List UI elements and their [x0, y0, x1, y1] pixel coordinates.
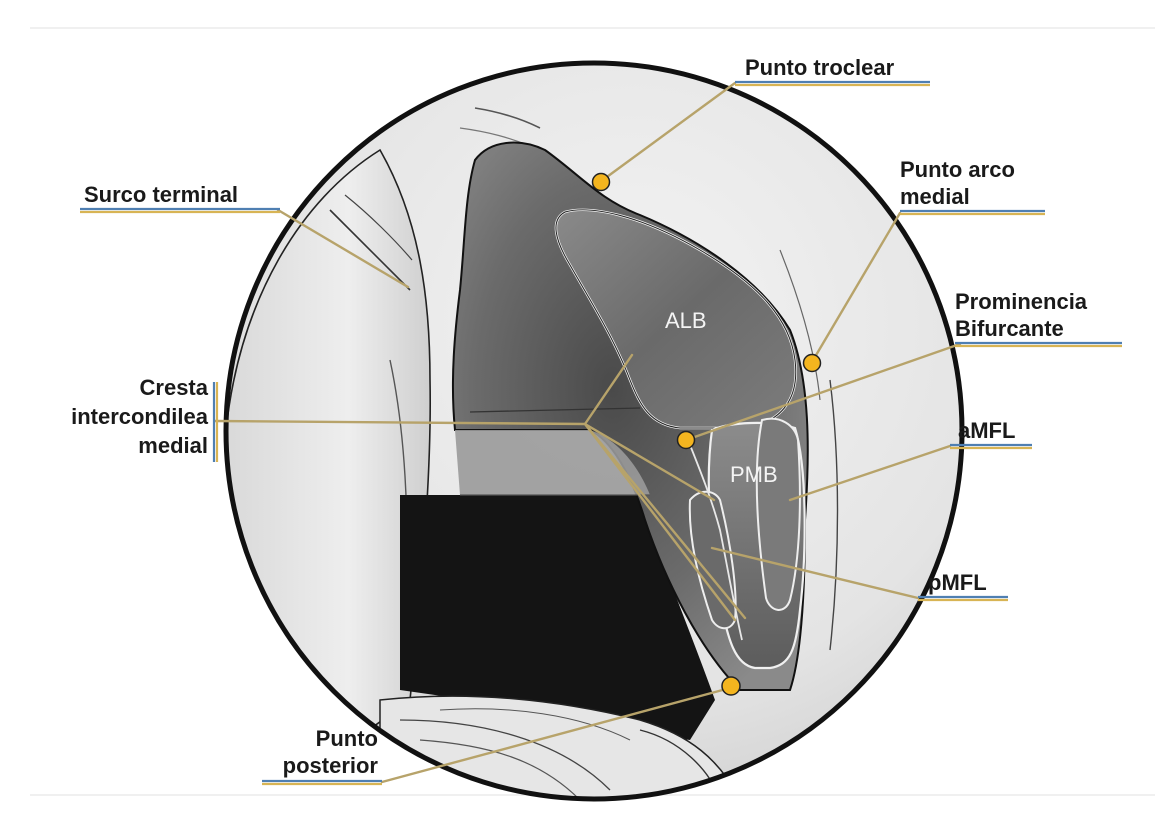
label-punto-posterior-line2: posterior — [283, 753, 379, 778]
label-punto-posterior-line1: Punto — [316, 726, 378, 751]
label-punto-arco-line2: medial — [900, 184, 970, 209]
label-punto-arco-line1: Punto arco — [900, 157, 1015, 182]
label-punto-troclear: Punto troclear — [745, 55, 895, 80]
label-surco-terminal: Surco terminal — [84, 182, 238, 207]
label-prominencia-line1: Prominencia — [955, 289, 1088, 314]
label-cresta-line3: medial — [138, 433, 208, 458]
dot-prominencia-bifurcante — [678, 432, 695, 449]
label-amfl: aMFL — [958, 418, 1015, 443]
dot-punto-arco-medial — [804, 355, 821, 372]
alb-label: ALB — [665, 308, 707, 333]
label-pmfl: pMFL — [928, 570, 987, 595]
label-prominencia-line2: Bifurcante — [955, 316, 1064, 341]
label-cresta-line1: Cresta — [140, 375, 209, 400]
label-cresta-line2: intercondilea — [71, 404, 209, 429]
pmb-label: PMB — [730, 462, 778, 487]
amfl-fiber — [757, 419, 800, 610]
dot-punto-troclear — [593, 174, 610, 191]
dot-punto-posterior — [722, 677, 740, 695]
